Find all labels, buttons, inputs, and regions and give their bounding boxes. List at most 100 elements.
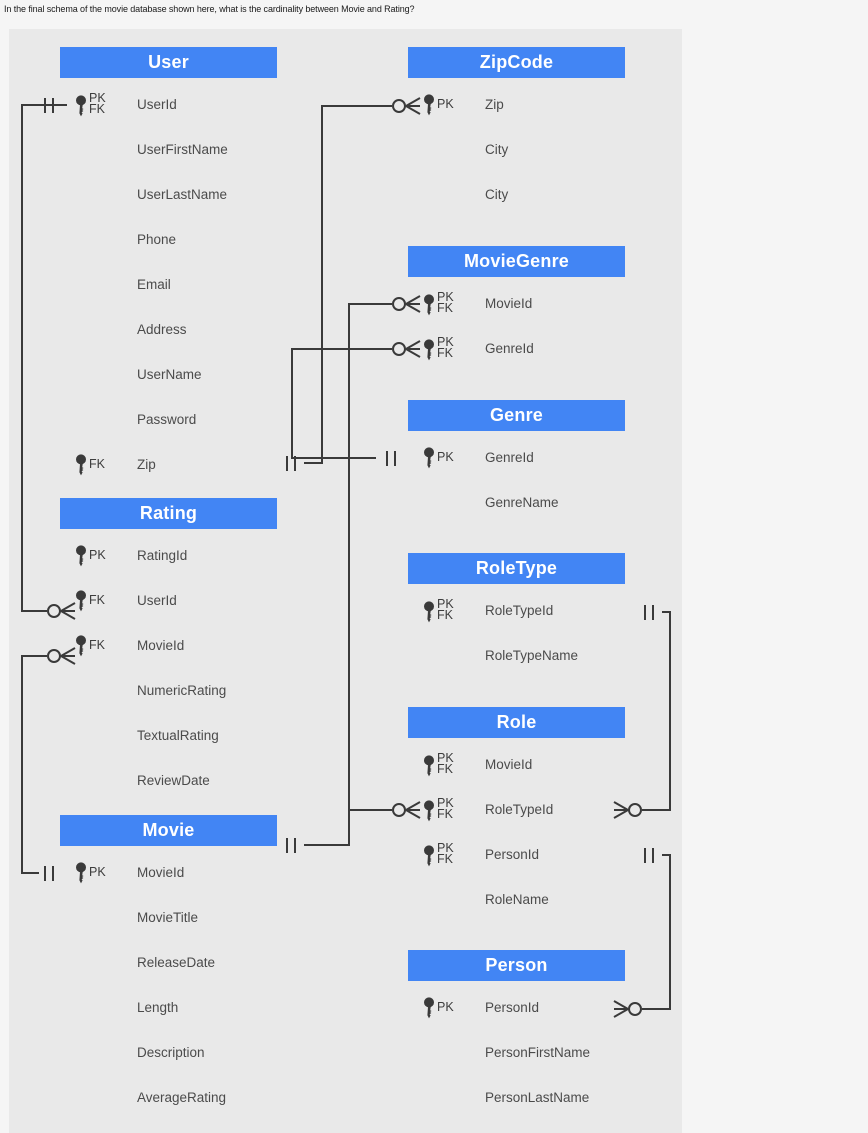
field-label: Phone (137, 232, 177, 247)
field-label: NumericRating (137, 683, 227, 698)
key-marker: FK (74, 453, 120, 479)
pk-label: PK (437, 597, 454, 611)
card-many-zipcode-zip (392, 97, 421, 115)
field-label: RoleTypeId (485, 603, 554, 618)
field-label: Zip (485, 97, 504, 112)
fk-label: FK (437, 807, 453, 821)
field-label: Password (137, 412, 197, 427)
pk-label: PK (437, 97, 454, 111)
field-label: GenreName (485, 495, 559, 510)
entity-header-roletype: RoleType (408, 553, 625, 584)
fk-label: FK (437, 346, 453, 360)
card-many-role-roletypeid-right (613, 801, 642, 819)
entity-header-moviegenre: MovieGenre (408, 246, 625, 277)
connector-movie-rating (21, 655, 47, 874)
card-one-role-personid (644, 848, 654, 863)
fk-label: FK (437, 762, 453, 776)
key-icon (424, 601, 434, 623)
field-label: UserId (137, 593, 177, 608)
card-many-moviegenre-genreid (392, 340, 421, 358)
connector-genre-moviegenre (291, 348, 392, 459)
field-label: GenreId (485, 341, 534, 356)
key-marker: PK FK (422, 841, 468, 869)
key-marker: PK (422, 996, 468, 1022)
key-marker: FK (74, 634, 120, 660)
entity-header-movie: Movie (60, 815, 277, 846)
field-label: Zip (137, 457, 156, 472)
field-label: Length (137, 1000, 179, 1015)
entity-header-role: Role (408, 707, 625, 738)
key-icon (76, 635, 86, 657)
key-marker: PK FK (422, 291, 468, 318)
fk-label: FK (437, 301, 453, 315)
field-label: UserLastName (137, 187, 228, 202)
field-label: RoleTypeName (485, 648, 579, 663)
pk-label: PK (437, 1000, 454, 1014)
entity-header-zipcode: ZipCode (408, 47, 625, 78)
fk-label: FK (437, 608, 453, 622)
pk-label: PK (437, 796, 454, 810)
key-icon (424, 997, 434, 1019)
field-label: PersonLastName (485, 1090, 590, 1105)
key-icon (424, 755, 434, 777)
key-icon (424, 339, 434, 361)
er-diagram-canvas: User PK FK UserId UserFirstName (9, 29, 682, 1133)
entity-header-rating: Rating (60, 498, 277, 529)
pk-label: PK (89, 548, 106, 562)
entity-header-genre: Genre (408, 400, 625, 431)
field-label: UserId (137, 97, 177, 112)
connector-roletype-role (642, 611, 671, 811)
key-icon (76, 95, 86, 117)
key-icon (424, 845, 434, 867)
card-one-movie-movieid (44, 866, 54, 881)
field-label: MovieTitle (137, 910, 199, 925)
question-text: In the final schema of the movie databas… (4, 4, 415, 14)
field-label: PersonId (485, 1000, 540, 1015)
key-icon (76, 454, 86, 476)
field-label: AverageRating (137, 1090, 227, 1105)
key-icon (76, 545, 86, 567)
pk-label: PK (437, 450, 454, 464)
pk-label: FK (89, 638, 105, 652)
connector-role-person (642, 854, 671, 1010)
card-many-person-personid (613, 1000, 642, 1018)
field-label: MovieId (137, 638, 185, 653)
field-label: MovieId (485, 757, 533, 772)
field-label: ReleaseDate (137, 955, 216, 970)
card-one-user-zip (286, 456, 296, 471)
fk-label: FK (89, 102, 105, 116)
field-label: RoleTypeId (485, 802, 554, 817)
key-marker: PK (422, 446, 468, 472)
field-label: RatingId (137, 548, 188, 563)
pk-label: PK (89, 91, 106, 105)
key-icon (76, 590, 86, 612)
pk-label: FK (89, 457, 105, 471)
field-label: TextualRating (137, 728, 219, 743)
pk-label: PK (89, 865, 106, 879)
pk-label: PK (437, 841, 454, 855)
field-label: MovieId (485, 296, 533, 311)
key-marker: PK FK (422, 597, 468, 625)
card-one-movie-table (286, 838, 296, 853)
key-marker: FK (74, 589, 120, 615)
connector-user-rating (21, 104, 67, 612)
key-icon (424, 94, 434, 116)
relationship-connectors (21, 97, 671, 1018)
card-many-role-roletypeid-left (392, 801, 421, 819)
connector-movie-moviegenre (304, 303, 392, 846)
key-icon (76, 862, 86, 884)
key-marker: PK (422, 93, 468, 119)
field-label: PersonFirstName (485, 1045, 591, 1060)
field-label: PersonId (485, 847, 540, 862)
card-one-user-userid (44, 98, 54, 113)
key-marker: PK (74, 861, 120, 887)
key-icon (424, 294, 434, 316)
field-label: RoleName (485, 892, 549, 907)
key-marker: PK FK (422, 336, 468, 363)
key-icon (424, 447, 434, 469)
key-marker: PK FK (422, 796, 468, 824)
key-icon (424, 800, 434, 822)
field-label: Description (137, 1045, 205, 1060)
entity-header-person: Person (408, 950, 625, 981)
entity-header-user: User (60, 47, 277, 78)
